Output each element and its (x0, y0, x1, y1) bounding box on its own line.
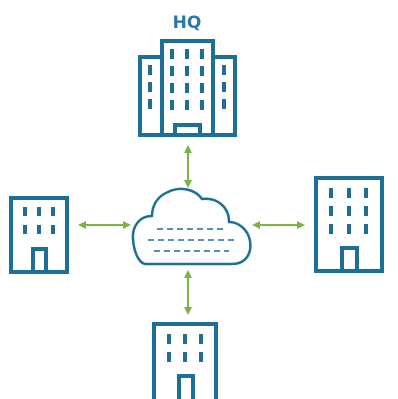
east-branch-windows (329, 188, 368, 234)
east-branch-building-icon (314, 176, 384, 273)
west-branch-door (31, 247, 48, 274)
cloud-outline (131, 187, 252, 266)
hq-building-icon (138, 39, 237, 137)
cloud-icon (131, 187, 252, 266)
hq-door (173, 123, 202, 137)
cloud-dashes (148, 228, 236, 252)
south-branch-building-icon (152, 322, 218, 399)
south-branch-door (177, 374, 195, 399)
west-branch-building-icon (9, 196, 69, 274)
west-branch-windows (23, 207, 55, 234)
hq-windows (148, 49, 226, 110)
hq-label: HQ (173, 13, 202, 33)
east-branch-door (340, 246, 359, 273)
south-branch-outline (152, 322, 218, 399)
south-branch-windows (167, 334, 203, 362)
connection-arrows (78, 145, 305, 315)
